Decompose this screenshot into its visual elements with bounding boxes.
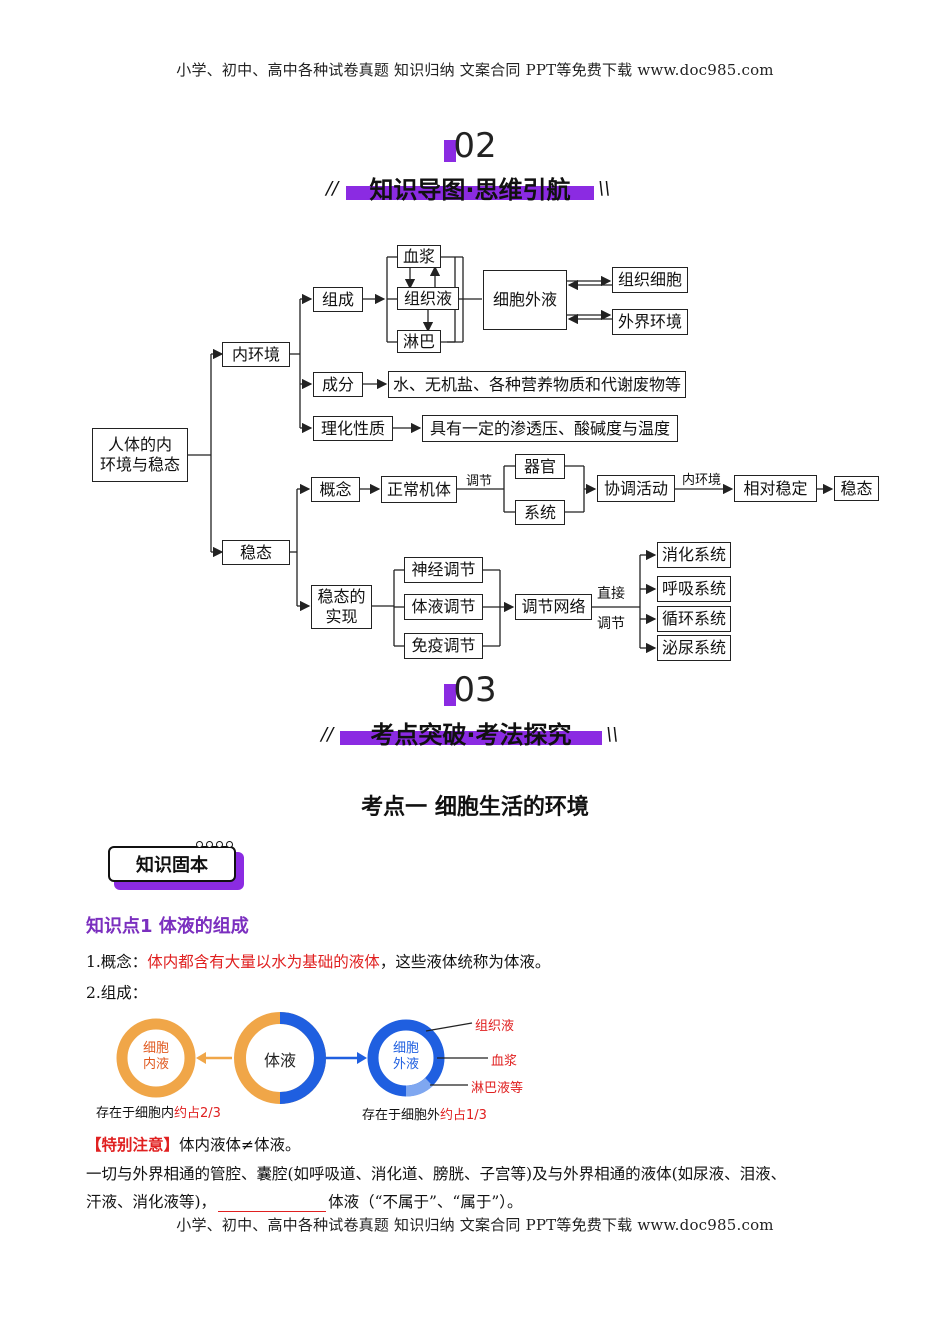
node-composition: 组成 [313,287,363,312]
special-note-text: 体内液体≠体液。 [179,1136,301,1154]
concept-prefix: 1.概念： [86,953,148,971]
node-urinary: 泌尿系统 [657,635,731,661]
caption-right-ratio: 约占1/3 [440,1108,487,1123]
caption-left-ratio: 约占2/3 [174,1106,221,1121]
body-fluid-figure [116,1012,488,1104]
arrow-left-head [196,1052,206,1064]
extracellular-label: 细胞 外液 [392,1041,419,1072]
label-tissue-fluid: 组织液 [475,1019,515,1034]
section-title-underline [346,186,594,200]
body-fluid-ring-blue [279,1012,326,1104]
node-immune: 免疫调节 [404,633,483,659]
section-title: 知识导图·思维引航 [369,176,571,204]
special-note-tag: 【特别注意】 [86,1135,180,1154]
special-note: 【特别注意】体内液体≠体液。 [86,1133,301,1155]
section-title-underline-2 [340,731,602,745]
section-number-2: 03 [453,670,497,710]
node-system: 系统 [515,500,565,525]
node-concept: 概念 [311,477,360,502]
concept-answer: 体内都含有大量以水为基础的液体 [147,953,380,971]
section-title-slash-right: \\ [598,178,611,199]
node-outer-env: 外界环境 [612,309,688,335]
badge-label: 知识固本 [136,855,208,876]
node-plasma: 血浆 [397,245,441,268]
concept-suffix: ，这些液体统称为体液。 [379,953,551,971]
section-title-slash-right-2: \\ [606,724,619,745]
knowledge-badge: 知识固本 [108,841,244,890]
label-lymph: 淋巴液等 [471,1081,524,1096]
extracellular-ring-light [405,1077,433,1097]
section-number-accent [444,140,456,162]
label-plasma: 血浆 [491,1054,518,1069]
mindmap-connectors [188,256,834,654]
node-respiratory: 呼吸系统 [657,576,731,602]
note-line-2-b: 体液（“不属于”、“属于”）。 [328,1193,523,1211]
note-line-1: 一切与外界相通的管腔、囊腔(如呼吸道、消化道、膀胱、子宫等)及与外界相通的液体(… [86,1165,787,1183]
kp1-title: 知识点1 体液的组成 [86,916,249,937]
note-line-2: 汗液、消化液等)， 体液（“不属于”、“属于”）。 [86,1190,523,1212]
composition-line: 2.组成： [86,984,148,1002]
node-neural: 神经调节 [404,557,483,583]
node-homeostasis: 稳态 [222,540,290,565]
caption-right-prefix: 存在于细胞外 [362,1108,441,1123]
intracellular-ring [116,1018,196,1098]
node-digestive: 消化系统 [657,542,731,568]
node-network: 调节网络 [515,594,592,620]
caption-left: 存在于细胞内约占2/3 [96,1102,221,1121]
section-title-slash-left: // [326,178,339,199]
node-tissue-cell: 组织细胞 [612,267,688,293]
node-coord: 协调活动 [597,475,675,502]
page-header: 小学、初中、高中各种试卷真题 知识归纳 文案合同 PPT等免费下载 www.do… [176,61,774,79]
topic-title: 考点一 细胞生活的环境 [361,795,589,820]
concept-line: 1.概念：体内都含有大量以水为基础的液体，这些液体统称为体液。 [86,950,550,972]
label-regulate: 调节 [466,474,493,489]
node-extracellular: 细胞外液 [483,270,567,330]
intracellular-label: 细胞 内液 [142,1041,169,1072]
section-title-slash-left-2: // [321,724,334,745]
label-inner-env: 内环境 [682,473,722,488]
badge-dots [196,841,240,849]
arrow-right-head [357,1052,367,1064]
node-organ: 器官 [515,454,565,479]
node-inner-env: 内环境 [222,342,290,367]
node-circulatory: 循环系统 [657,606,731,632]
caption-left-prefix: 存在于细胞内 [96,1106,175,1121]
node-normal-body: 正常机体 [381,476,457,503]
caption-right: 存在于细胞外约占1/3 [362,1104,487,1123]
body-fluid-label: 体液 [263,1051,296,1070]
pointer-tissue [425,1022,473,1032]
node-components: 成分 [313,372,363,397]
note-line-2-a: 汗液、消化液等)， [86,1193,217,1211]
node-tissue-fluid: 组织液 [397,287,459,310]
node-humoral: 体液调节 [404,594,483,620]
label-regulate2: 调节 [597,616,625,632]
fill-blank[interactable] [218,1193,327,1212]
node-physchem-detail: 具有一定的渗透压、酸碱度与温度 [422,415,678,442]
section-number-accent-2 [444,684,456,706]
node-components-detail: 水、无机盐、各种营养物质和代谢废物等 [388,371,686,398]
node-physchem: 理化性质 [313,416,393,441]
node-steady: 稳态 [834,476,879,501]
section-number: 02 [453,126,497,166]
label-direct: 直接 [597,586,625,602]
mindmap-root: 人体的内 环境与稳态 [92,428,188,482]
node-relative-stable: 相对稳定 [734,475,817,502]
node-lymph: 淋巴 [397,330,441,353]
section-title-2: 考点突破·考法探究 [370,721,572,749]
node-realization: 稳态的 实现 [311,585,372,629]
page-footer: 小学、初中、高中各种试卷真题 知识归纳 文案合同 PPT等免费下载 www.do… [176,1216,774,1234]
